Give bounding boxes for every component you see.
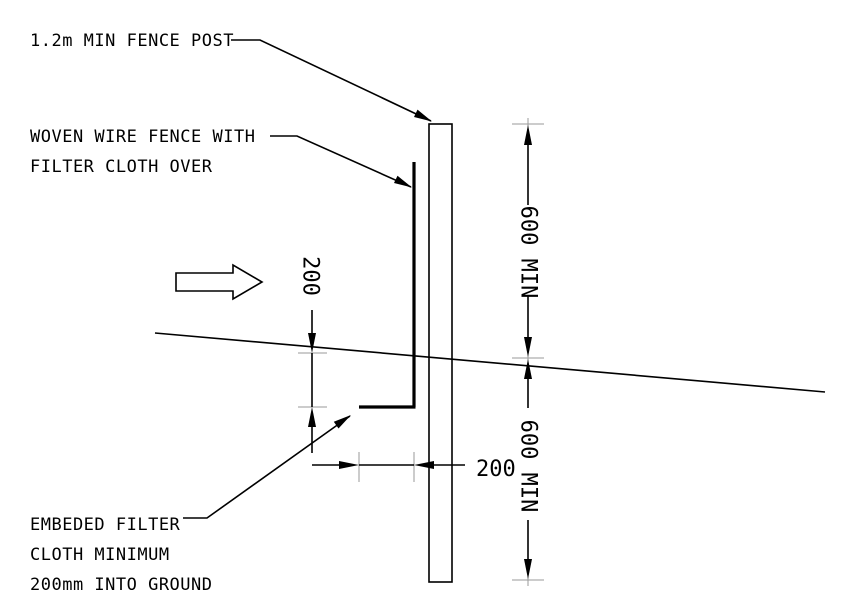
flow-direction-arrow-icon: [175, 263, 264, 301]
label-woven-wire-line1: WOVEN WIRE FENCE WITH: [30, 127, 255, 147]
leader-woven-wire: [270, 135, 412, 188]
dim-width-arrow-left: [339, 461, 359, 469]
leader-woven-wire-arrowhead: [394, 175, 412, 188]
dim-arrow-upper-top: [524, 125, 532, 145]
dim-embed-arrow-top: [308, 333, 316, 353]
label-woven-wire-line2: FILTER CLOTH OVER: [30, 157, 213, 177]
label-fence-post: 1.2m MIN FENCE POST: [30, 31, 234, 51]
dim-arrow-lower-top: [524, 359, 532, 379]
dim-text-below-ground: 600 MIN: [516, 420, 541, 513]
label-embed-line2: CLOTH MINIMUM: [30, 545, 170, 565]
dim-text-above-ground: 600 MIN: [516, 206, 541, 299]
dim-arrow-upper-bottom: [524, 337, 532, 357]
label-embed-line3: 200mm INTO GROUND: [30, 575, 213, 595]
leader-fence-post: [231, 39, 432, 122]
dim-arrow-lower-bottom: [524, 559, 532, 579]
dim-text-embed-width: 200: [476, 457, 516, 482]
dim-embed-arrow-bottom: [308, 407, 316, 427]
leader-embedded-cloth-arrowhead: [333, 415, 351, 429]
fence-post: [428, 123, 453, 583]
leader-embedded-cloth: [183, 415, 351, 519]
dim-text-embed-depth: 200: [298, 256, 323, 296]
leader-fence-post-arrowhead: [414, 109, 432, 122]
dim-width-arrow-right: [414, 461, 434, 469]
label-embed-line1: EMBEDED FILTER: [30, 515, 181, 535]
ground-line: [154, 332, 826, 393]
